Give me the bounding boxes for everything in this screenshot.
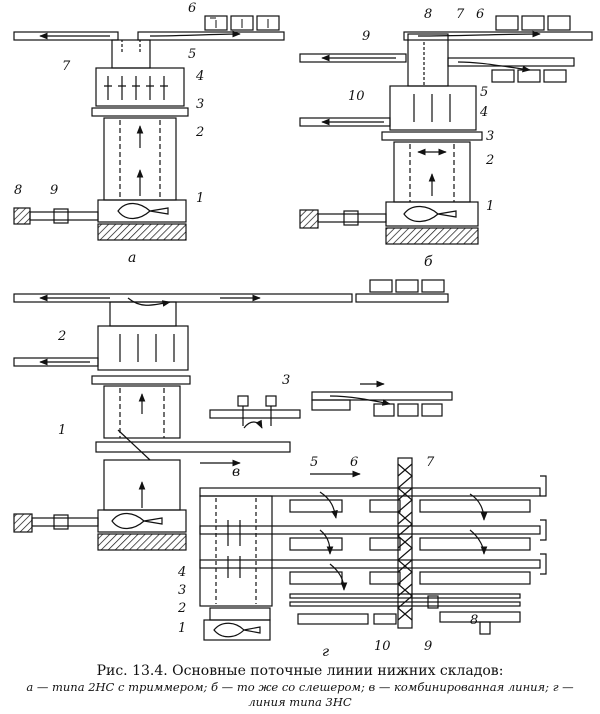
label-a-7: 7 [62, 59, 71, 74]
label-b-1: 1 [486, 199, 494, 214]
label-g-3: 3 [178, 583, 186, 598]
label-b-10: 10 [348, 89, 365, 104]
label-a-9: 9 [50, 183, 58, 198]
trimmer-4 [95, 67, 185, 107]
caption-title: Рис. 13.4. Основные поточные линии нижни… [96, 663, 504, 679]
panel-g [199, 457, 547, 641]
sublabel-g: г [322, 644, 329, 660]
label-g-2: 2 [177, 601, 186, 616]
label-a-5: 5 [188, 47, 196, 62]
panel-b-labels: 8 7 6 9 5 4 3 2 1 10 б [348, 7, 494, 270]
caption-line-2: линия типа 3НС [248, 695, 352, 709]
label-a-4: 4 [195, 69, 204, 84]
label-g-1: 1 [178, 621, 186, 636]
panel-v-labels: 2 3 1 в [57, 329, 290, 480]
label-g-7: 7 [426, 455, 435, 470]
label-b-9: 9 [362, 29, 370, 44]
label-b-6: 6 [476, 7, 484, 22]
panel-v [13, 279, 453, 551]
delimber-1 [97, 199, 187, 223]
label-v-2: 2 [57, 329, 66, 344]
label-b-2: 2 [485, 153, 494, 168]
drive-8 [13, 207, 31, 225]
label-g-8: 8 [470, 613, 478, 628]
conveyor-7 [13, 31, 119, 41]
table-3 [91, 107, 189, 117]
label-v-1: 1 [58, 423, 66, 438]
label-g-9: 9 [424, 639, 432, 654]
label-g-6: 6 [350, 455, 358, 470]
label-g-4: 4 [177, 565, 186, 580]
unit-9 [53, 208, 69, 224]
label-a-6: 6 [188, 1, 196, 16]
label-b-4: 4 [479, 105, 488, 120]
label-g-10: 10 [374, 639, 391, 654]
chute-8 [407, 33, 449, 87]
caption-line-1: а — типа 2НС с триммером; б — то же со с… [26, 680, 574, 694]
figure-caption: Рис. 13.4. Основные поточные линии нижни… [0, 662, 600, 710]
slasher-4 [389, 85, 477, 131]
sublabel-b: б [424, 254, 433, 270]
label-b-7: 7 [456, 7, 465, 22]
sublabel-v: в [232, 464, 240, 480]
chute-5 [111, 39, 151, 69]
label-a-8: 8 [14, 183, 22, 198]
panel-g-labels: 5 6 7 4 3 2 1 10 9 8 г [177, 455, 478, 660]
panel-b [299, 15, 593, 245]
label-a-3: 3 [196, 97, 204, 112]
panel-a [13, 15, 285, 241]
label-a-1: 1 [196, 191, 204, 206]
label-b-3: 3 [486, 129, 494, 144]
label-b-8: 8 [424, 7, 432, 22]
label-b-5: 5 [480, 85, 488, 100]
figure-diagram: 6 5 4 3 2 1 7 8 9 а [13, 1, 593, 660]
conveyor-6 [137, 31, 285, 41]
label-g-5: 5 [310, 455, 318, 470]
cross-conveyor-7 [397, 457, 413, 629]
label-a-2: 2 [195, 125, 204, 140]
foundation [97, 223, 187, 241]
panel-a-labels: 6 5 4 3 2 1 7 8 9 а [14, 1, 204, 266]
sublabel-a: а [128, 250, 136, 266]
label-v-3: 3 [282, 373, 290, 388]
